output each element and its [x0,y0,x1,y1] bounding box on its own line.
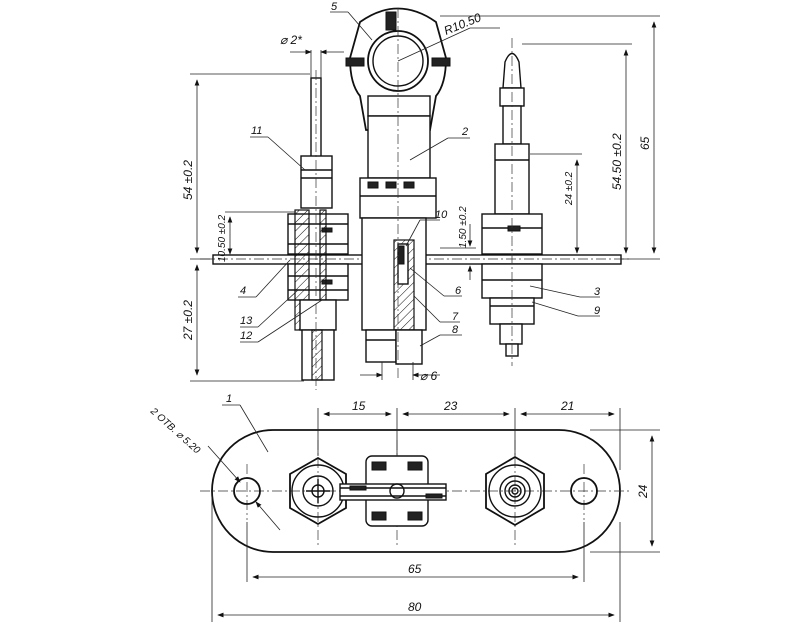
mounting-hole-right [570,477,598,505]
dim-15: 15 [352,399,366,413]
callout-2: 2 [461,126,468,138]
callout-3: 3 [594,286,601,298]
callout-5: 5 [331,1,338,13]
dim-5450: 54.50 ±0.2 [610,133,624,190]
callout-8: 8 [452,324,459,336]
dim-23: 23 [443,399,458,413]
callout-1: 1 [226,393,232,405]
callout-12: 12 [240,330,252,342]
callout-11: 11 [251,125,262,137]
callout-7: 7 [452,311,459,323]
dim-150: 1.50 ±0.2 [458,206,469,248]
center-valve-assembly [345,7,451,380]
callout-10: 10 [435,209,448,221]
dim-80: 80 [408,600,422,614]
top-view: 15 23 21 24 65 80 2 ОТВ. ⌀ 5.20 [147,393,660,622]
dim-65-horizontal: 65 [408,562,422,576]
callout-4: 4 [240,285,246,297]
front-view: ⌀ 2* R10.50 54 ±0.2 10.50 ±0.2 27 ±0.2 1… [181,1,660,390]
front-view-callouts: 5 11 2 10 4 13 12 [238,1,601,347]
dim-6-diameter: ⌀ 6 [420,369,438,383]
callout-6: 6 [455,285,462,297]
dim-1050: 10.50 ±0.2 [217,214,228,262]
right-electrode-assembly [481,38,543,366]
dim-radius: R10.50 [442,10,483,38]
dim-holes: 2 ОТВ. ⌀ 5.20 [147,405,202,456]
callout-13: 13 [240,315,253,327]
dim-24: 24 [636,484,650,499]
dim-27: 27 ±0.2 [181,300,195,341]
dim-65-vertical: 65 [638,136,652,150]
front-view-dimensions: ⌀ 2* R10.50 54 ±0.2 10.50 ±0.2 27 ±0.2 1… [181,10,660,383]
mounting-hole-left [233,477,261,505]
dim-24-small: 24 ±0.2 [564,171,575,206]
dim-rod-diameter: ⌀ 2* [280,33,302,47]
dim-54: 54 ±0.2 [181,160,195,200]
dim-21: 21 [560,399,574,413]
callout-9: 9 [594,305,600,317]
left-thermocouple-assembly [287,70,349,390]
